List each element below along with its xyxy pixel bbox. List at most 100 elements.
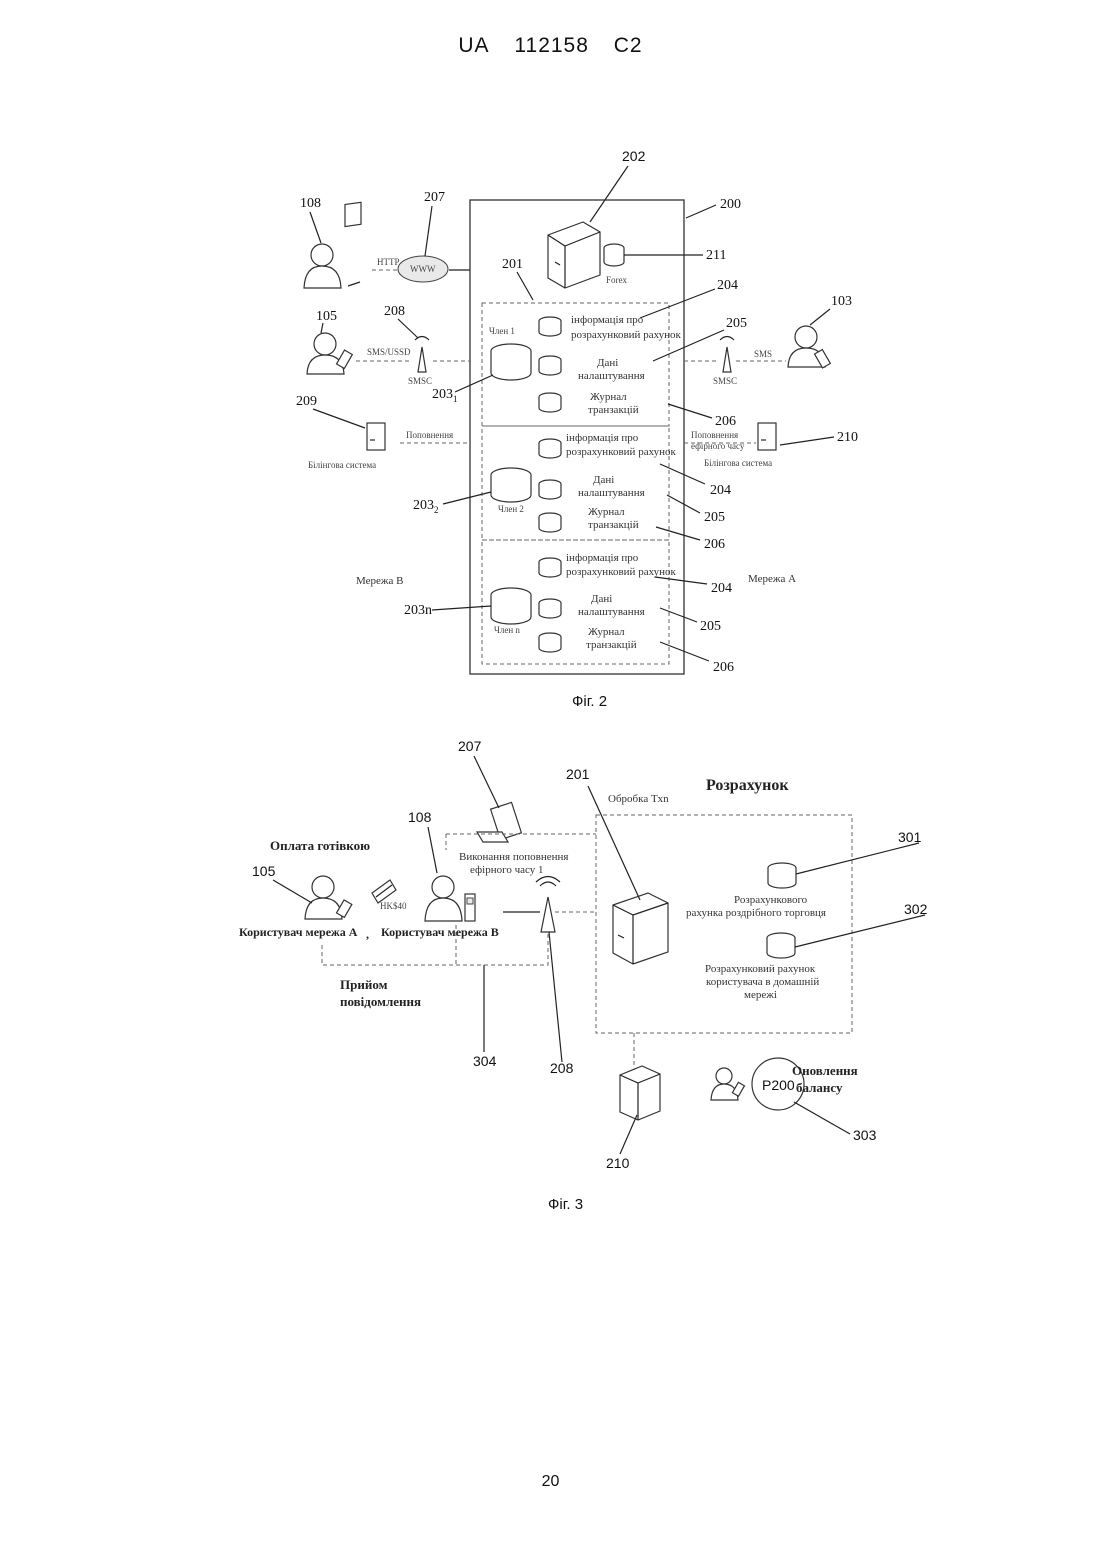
- log-label-na: Журнал: [588, 626, 625, 638]
- ref-201-fig3: 201: [566, 766, 590, 782]
- user-account-db-icon: [767, 933, 795, 958]
- member-n-database-icon: [491, 588, 531, 624]
- ref-207-fig3: 207: [458, 738, 482, 754]
- forex-database-icon: [604, 244, 624, 266]
- settlement-title: Розрахунок: [706, 777, 789, 794]
- ref-205-c: 205: [700, 619, 721, 634]
- user-account-label-3: мережі: [744, 989, 777, 1001]
- sms-right-label: SMS: [754, 349, 772, 359]
- ref-206-a: 206: [715, 414, 736, 429]
- member-2-database-icon: [491, 468, 531, 502]
- billing-link-label: Поповнення: [406, 430, 453, 440]
- page-number: 20: [0, 1473, 1101, 1491]
- hkd-amount-label: HK$40: [380, 901, 407, 911]
- ref-207: 207: [424, 190, 445, 205]
- figure-3: Розрахунок Обробка Txn 201 301 Розрахунк…: [239, 738, 928, 1213]
- settings-db-2-icon: [539, 480, 561, 499]
- ref-204-c: 204: [711, 581, 732, 596]
- settings-label-2a: Дані: [593, 474, 614, 486]
- info-label-1a: інформація про: [571, 314, 644, 326]
- balance-update-label-1: Оновлення: [792, 1063, 858, 1078]
- ref-105-fig3: 105: [252, 863, 276, 879]
- ref-210-fig3: 210: [606, 1155, 630, 1171]
- info-label-nb: розрахунковий рахунок: [566, 566, 677, 578]
- info-label-na: інформація про: [566, 552, 639, 564]
- user-account-label-2: користувача в домашній: [706, 976, 819, 988]
- ref-203-1: 2031: [432, 387, 458, 404]
- ref-204-a: 204: [717, 278, 738, 293]
- ref-208: 208: [384, 304, 405, 319]
- user-108-icon: [304, 202, 361, 288]
- settings-db-1-icon: [539, 356, 561, 375]
- log-label-nb: транзакцій: [586, 639, 637, 651]
- ref-303: 303: [853, 1127, 877, 1143]
- message-reception-label-2: повідомлення: [340, 994, 421, 1009]
- smsc-tower-left-icon: [415, 337, 429, 373]
- user-network-b-icon: [425, 876, 475, 921]
- antenna-tower-icon: [536, 877, 560, 933]
- processing-label: Обробка Txn: [608, 793, 669, 805]
- fig-3-caption: Фіг. 3: [548, 1196, 583, 1213]
- log-db-n-icon: [539, 633, 561, 652]
- billing-right-label: Білінгова система: [704, 458, 772, 468]
- ref-105: 105: [316, 309, 337, 324]
- billing-server-fig3-icon: [620, 1066, 660, 1120]
- retailer-account-db-icon: [768, 863, 796, 888]
- log-label-2a: Журнал: [588, 506, 625, 518]
- balance-update-label-2: балансу: [796, 1080, 843, 1095]
- billing-left-label: Білінгова система: [308, 460, 376, 470]
- balance-user-icon: [711, 1068, 744, 1100]
- user-105-icon: [307, 333, 352, 374]
- ref-205-b: 205: [704, 510, 725, 525]
- message-reception-label-1: Прийом: [340, 977, 388, 992]
- ref-108-fig3: 108: [408, 809, 432, 825]
- log-db-2-icon: [539, 513, 561, 532]
- ref-301: 301: [898, 829, 922, 845]
- member-2-label: Член 2: [498, 504, 524, 514]
- info-label-2a: інформація про: [566, 432, 639, 444]
- member-1-label: Член 1: [489, 326, 515, 336]
- ref-302: 302: [904, 901, 928, 917]
- info-db-2-icon: [539, 439, 561, 458]
- smsc-left-label: SMSC: [408, 376, 432, 386]
- ref-103: 103: [831, 294, 852, 309]
- figure-2: 202 Forex 211 200 201 Член 1 2031 інфор: [296, 148, 858, 710]
- billing-server-left-icon: [367, 423, 385, 450]
- network-b-label: Мережа В: [356, 575, 403, 587]
- log-label-1b: транзакцій: [588, 404, 639, 416]
- log-label-1a: Журнал: [590, 391, 627, 403]
- topup-label-1: Поповнення: [691, 430, 738, 440]
- user-network-a-label: Користувач мережа А: [239, 925, 358, 939]
- ref-211: 211: [706, 248, 726, 263]
- ref-205-a: 205: [726, 316, 747, 331]
- member-n-label: Член n: [494, 625, 520, 635]
- ref-204-b: 204: [710, 483, 731, 498]
- settings-label-na: Дані: [591, 593, 612, 605]
- ref-209: 209: [296, 394, 317, 409]
- settings-label-nb: налаштування: [578, 606, 645, 618]
- cash-icon: [372, 880, 396, 903]
- topup-exec-label-2: ефірного часу 1: [470, 864, 543, 876]
- forex-label: Forex: [606, 275, 627, 285]
- sms-label: SMS/USSD: [367, 347, 411, 357]
- smsc-tower-right-icon: [720, 337, 734, 373]
- balance-value: P200: [762, 1077, 795, 1093]
- fig-2-caption: Фіг. 2: [572, 693, 607, 710]
- log-db-1-icon: [539, 393, 561, 412]
- ref-200: 200: [720, 197, 741, 212]
- ref-201: 201: [502, 257, 523, 272]
- ref-210: 210: [837, 430, 858, 445]
- ref-108: 108: [300, 196, 321, 211]
- settings-label-2b: налаштування: [578, 487, 645, 499]
- smsc-right-label: SMSC: [713, 376, 737, 386]
- ref-206-b: 206: [704, 537, 725, 552]
- ref-206-c: 206: [713, 660, 734, 675]
- member-1-database-icon: [491, 344, 531, 380]
- network-a-label: Мережа А: [748, 573, 796, 585]
- ref-202: 202: [622, 148, 646, 164]
- terminal-207-icon: [477, 802, 521, 842]
- settings-label-1a: Дані: [597, 357, 618, 369]
- user-103-icon: [788, 326, 830, 368]
- user-network-a-icon: [305, 876, 352, 919]
